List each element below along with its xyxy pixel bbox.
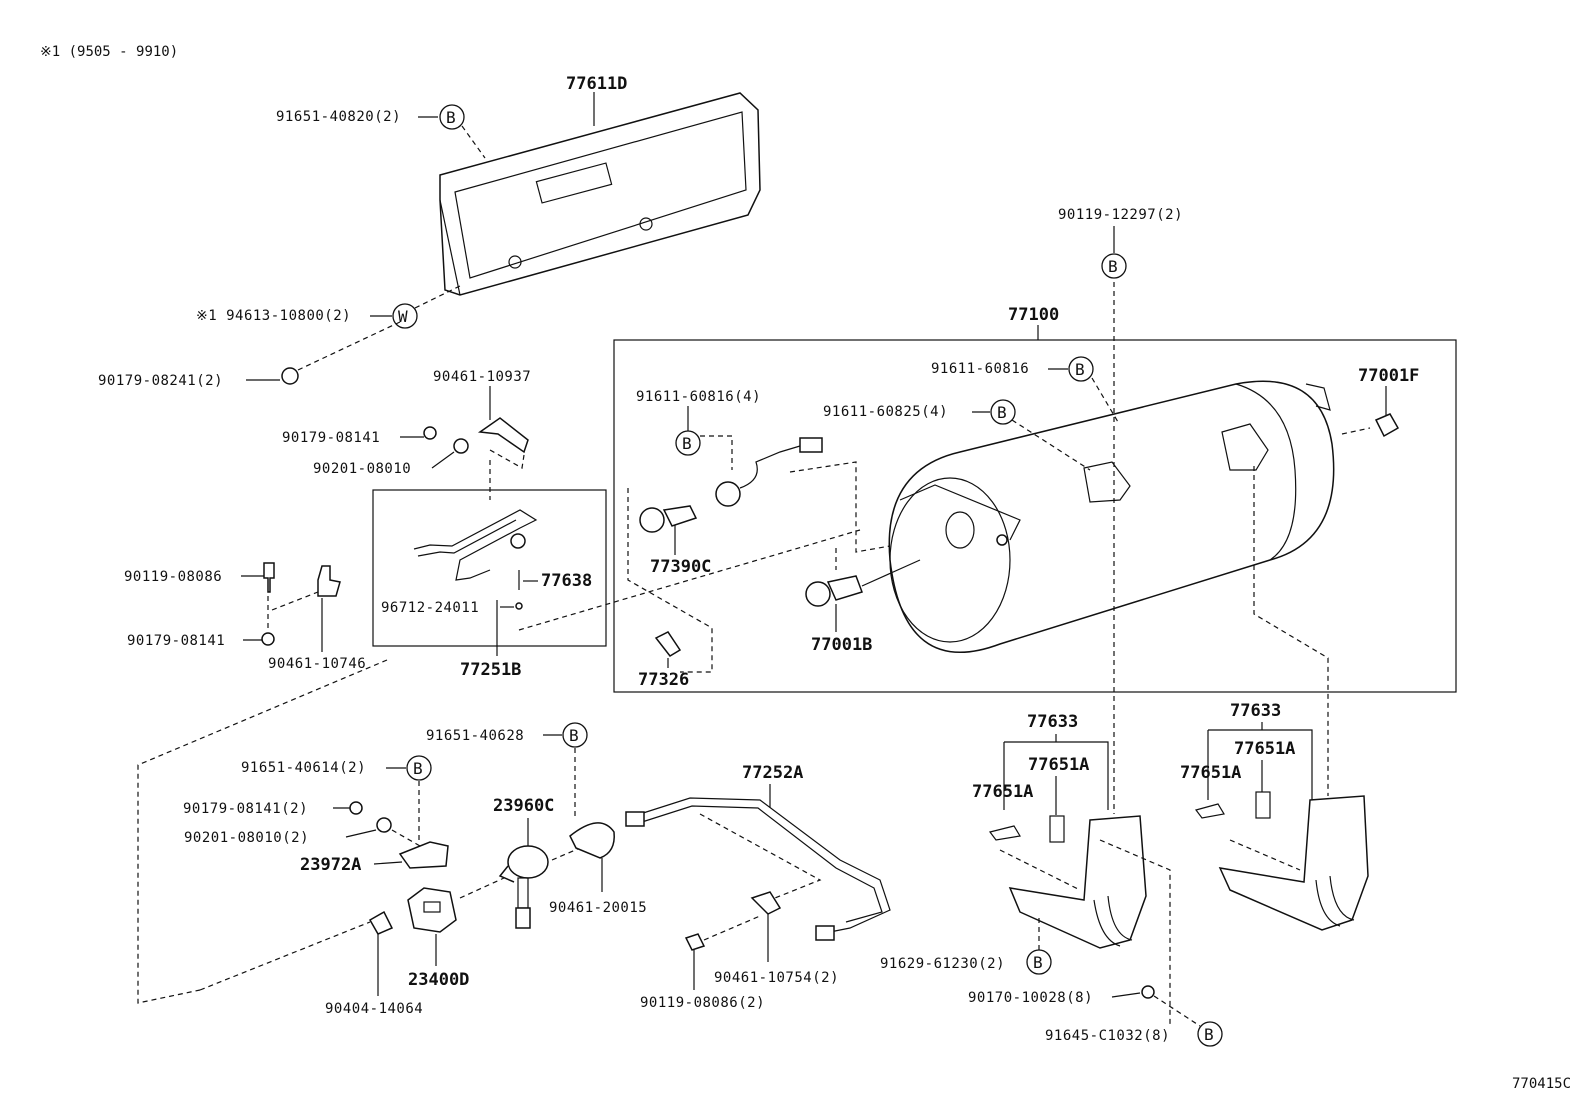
label-91651-40628: 91651-40628 (426, 728, 524, 744)
label-77651A-d: 77651A (1180, 763, 1241, 783)
nut-90179-08141-c (349, 801, 363, 815)
label-91611-60816-b: 91611-60816(4) (636, 389, 761, 405)
washer-90201-08010-b (376, 817, 392, 833)
svg-text:B: B (1075, 360, 1085, 379)
washer-90201-08010-a (453, 438, 469, 454)
band-77633-b (1218, 795, 1369, 931)
bracket-23972A (398, 841, 449, 869)
subassembly-box-77251B (372, 489, 607, 647)
svg-text:B: B (997, 403, 1007, 422)
label-90201-08010-a: 90201-08010 (313, 461, 411, 477)
label-77251B: 77251B (460, 660, 521, 680)
label-90461-20015: 90461-20015 (549, 900, 647, 916)
bolt-90119-08086-b (684, 933, 706, 951)
pad-77651A-b (1049, 815, 1065, 843)
callout-b-6: B (1026, 949, 1052, 975)
label-91651-40820: 91651-40820(2) (276, 109, 401, 125)
label-90170-10028: 90170-10028(8) (968, 990, 1093, 1006)
bracket-90461-10937 (477, 417, 529, 454)
label-23400D: 23400D (408, 970, 469, 990)
callout-b-1: B (439, 104, 465, 130)
label-90179-08141-a: 90179-08141 (282, 430, 380, 446)
label-77252A: 77252A (742, 763, 803, 783)
label-77001B: 77001B (811, 635, 872, 655)
switch-23400D (407, 887, 457, 933)
callout-b-5: B (990, 399, 1016, 425)
label-77100: 77100 (1008, 305, 1059, 325)
label-77633-b: 77633 (1230, 701, 1281, 721)
cover-panel-77611D (439, 92, 761, 296)
label-90179-08241: 90179-08241(2) (98, 373, 223, 389)
clamp-90461-20015 (569, 822, 615, 859)
label-77611D: 77611D (566, 74, 627, 94)
svg-text:B: B (1033, 953, 1043, 972)
label-90461-10937: 90461-10937 (433, 369, 531, 385)
callout-b-9: B (406, 755, 432, 781)
svg-text:B: B (413, 759, 423, 778)
bolt-90119-08086-a (263, 562, 275, 593)
nut-90170-10028 (1141, 985, 1155, 999)
callout-b-7: B (1197, 1021, 1223, 1047)
label-91651-40614: 91651-40614(2) (241, 760, 366, 776)
callout-w-1: W (392, 303, 418, 329)
label-90461-10746: 90461-10746 (268, 656, 366, 672)
label-77390C: 77390C (650, 557, 711, 577)
callout-b-2: B (1101, 253, 1127, 279)
bolt-90404-14064 (368, 910, 394, 935)
valve-77001B (805, 575, 863, 607)
valve-assembly-77390C (639, 437, 823, 533)
band-77633-a (1008, 815, 1147, 949)
callout-b-3: B (1068, 356, 1094, 382)
sensor-23960C (498, 845, 549, 929)
clamp-90461-10754 (750, 891, 782, 915)
label-90119-12297: 90119-12297(2) (1058, 207, 1183, 223)
svg-text:B: B (1204, 1025, 1214, 1044)
tank-77100 (888, 380, 1335, 654)
plug-77326 (654, 631, 682, 657)
label-91611-60825: 91611-60825(4) (823, 404, 948, 420)
pad-77651A-c (1194, 803, 1225, 819)
svg-text:B: B (1108, 257, 1118, 276)
label-94613-10800: ※1 94613-10800(2) (196, 308, 351, 324)
tank-assembly-box-77100 (613, 339, 1457, 693)
label-90179-08141-c: 90179-08141(2) (183, 801, 308, 817)
label-77651A-b: 77651A (972, 782, 1033, 802)
callout-b-8: B (562, 722, 588, 748)
plug-77001F (1374, 413, 1400, 438)
label-90119-08086-b: 90119-08086(2) (640, 995, 765, 1011)
clamp-90461-10746 (317, 565, 341, 597)
pipe-77251B (413, 509, 538, 581)
applicability-note: ※1 (9505 - 9910) (40, 44, 178, 60)
label-90179-08141-b: 90179-08141 (127, 633, 225, 649)
label-91629-61230: 91629-61230(2) (880, 956, 1005, 972)
label-90404-14064: 90404-14064 (325, 1001, 423, 1017)
label-91645-C1032: 91645-C1032(8) (1045, 1028, 1170, 1044)
label-90201-08010-b: 90201-08010(2) (184, 830, 309, 846)
label-91611-60816-a: 91611-60816 (931, 361, 1029, 377)
pad-77651A-d (1255, 791, 1271, 819)
label-90461-10754: 90461-10754(2) (714, 970, 839, 986)
nut-90179-08141-a (423, 426, 437, 440)
label-23972A: 23972A (300, 855, 361, 875)
svg-text:B: B (569, 726, 579, 745)
label-77633-a: 77633 (1027, 712, 1078, 732)
callout-b-4: B (675, 430, 701, 456)
pipe-77252A (625, 797, 891, 941)
pad-77651A-a (988, 825, 1021, 841)
label-77651A-a: 77651A (1028, 755, 1089, 775)
diagram-ref-code: 770415C (1512, 1076, 1571, 1092)
label-96712-24011: 96712-24011 (381, 600, 479, 616)
nut-90179-08141-b (261, 632, 275, 646)
label-90119-08086-a: 90119-08086 (124, 569, 222, 585)
svg-text:W: W (398, 307, 408, 326)
label-23960C: 23960C (493, 796, 554, 816)
svg-text:B: B (682, 434, 692, 453)
label-77638: 77638 (541, 571, 592, 591)
label-77651A-c: 77651A (1234, 739, 1295, 759)
label-77326: 77326 (638, 670, 689, 690)
label-77001F: 77001F (1358, 366, 1419, 386)
svg-text:B: B (446, 108, 456, 127)
nut-90179-08241 (281, 367, 299, 385)
